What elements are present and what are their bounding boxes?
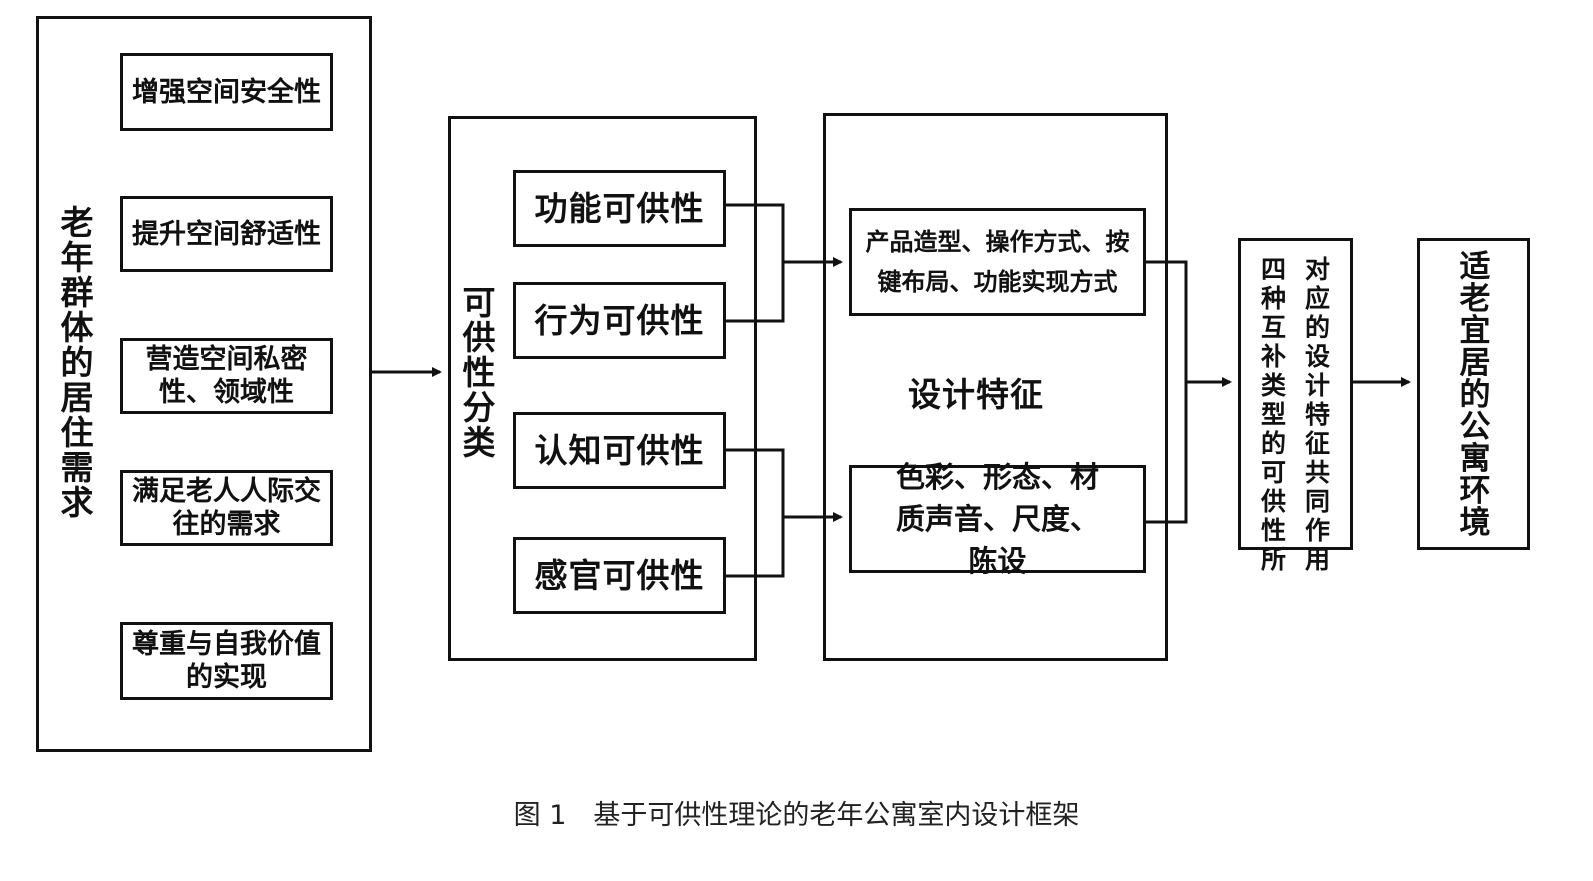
affordance-sensory: 感官可供性 [513, 537, 726, 614]
affordance-label: 功能可供性 [534, 189, 705, 228]
combined-col-right: 对应的设计特征共同作用 [1304, 255, 1330, 574]
result-title: 适老宜居的公寓环境 [1459, 249, 1491, 541]
need-item-label: 营造空间私密性、领域性 [145, 344, 308, 408]
need-item-label: 提升空间舒适性 [132, 218, 321, 250]
combined-col-left: 四种互补类型的可供性所 [1260, 255, 1286, 574]
result-box: 适老宜居的公寓环境 [1417, 238, 1530, 550]
design-feature-label: 产品造型、操作方式、按键布局、功能实现方式 [865, 228, 1130, 296]
need-item-label: 尊重与自我价值的实现 [132, 629, 321, 693]
need-item-self-worth: 尊重与自我价值的实现 [120, 622, 333, 700]
need-item-social: 满足老人人际交往的需求 [120, 470, 333, 546]
affordance-cognitive: 认知可供性 [513, 412, 726, 489]
figure-caption: 图 1 基于可供性理论的老年公寓室内设计框架 [513, 800, 1080, 831]
elderly-needs-title: 老年群体的居住需求 [60, 203, 94, 522]
need-item-privacy: 营造空间私密性、领域性 [120, 338, 333, 414]
bracket-functional-behavioral [726, 203, 785, 323]
affordance-label: 行为可供性 [534, 301, 705, 340]
combined-affordance-box: 对应的设计特征共同作用 四种互补类型的可供性所 [1238, 238, 1353, 574]
design-features-title: 设计特征 [908, 375, 1044, 414]
bracket-design-features [1146, 260, 1188, 524]
need-item-safety: 增强空间安全性 [120, 53, 333, 131]
bracket-cognitive-sensory [726, 448, 785, 578]
need-item-comfort: 提升空间舒适性 [120, 196, 333, 272]
affordance-behavioral: 行为可供性 [513, 282, 726, 359]
design-feature-sensory: 色彩、形态、材质声音、尺度、陈设 [849, 460, 1146, 578]
design-feature-product: 产品造型、操作方式、按键布局、功能实现方式 [849, 208, 1146, 316]
affordance-title: 可供性分类 [462, 283, 496, 462]
design-feature-label: 色彩、形态、材质声音、尺度、陈设 [895, 460, 1099, 578]
affordance-label: 感官可供性 [534, 556, 705, 595]
affordance-functional: 功能可供性 [513, 170, 726, 247]
need-item-label: 满足老人人际交往的需求 [132, 476, 321, 540]
affordance-label: 认知可供性 [534, 431, 705, 470]
need-item-label: 增强空间安全性 [132, 76, 321, 108]
